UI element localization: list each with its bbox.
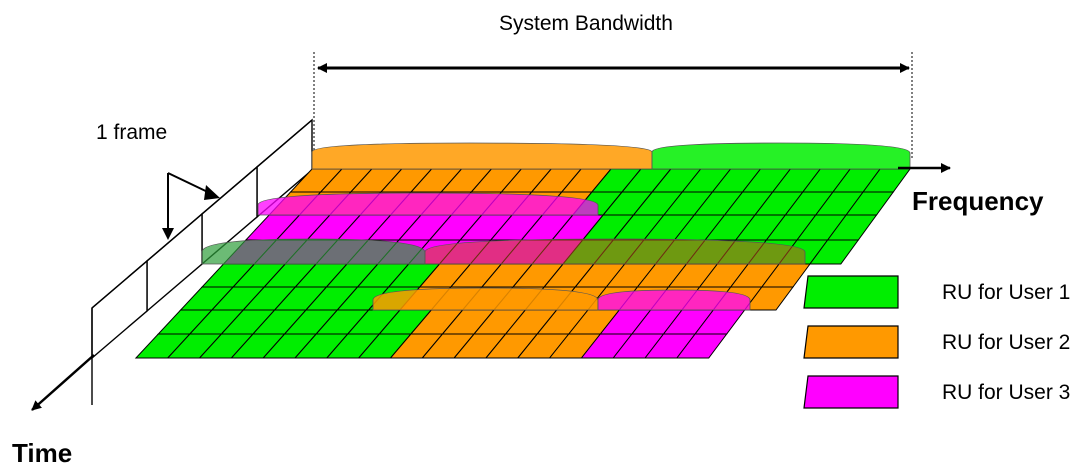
resource-block (675, 333, 728, 359)
legend-label-user2: RU for User 2 (942, 331, 1070, 354)
time-label: Time (12, 438, 72, 468)
system-bandwidth-label: System Bandwidth (499, 12, 673, 35)
user1-mid-dome (201, 238, 426, 265)
legend: RU for User 1 RU for User 2 RU for User 3 (803, 275, 1070, 409)
legend-swatch-user3 (803, 375, 899, 409)
resource-highlights (201, 142, 911, 311)
user1-top-dome (651, 142, 911, 170)
legend-swatch-user2 (803, 325, 899, 359)
legend-label-user3: RU for User 3 (942, 381, 1070, 404)
user3-low-dome (597, 289, 751, 311)
one-frame-arrow-right (204, 185, 220, 200)
one-frame-arrow-down (162, 228, 174, 240)
user3-left-dome (257, 192, 599, 216)
user2-mid-dome (424, 238, 806, 265)
frame-top-edge (91, 119, 313, 309)
frequency-label: Frequency (912, 186, 1044, 216)
frame-slabs (91, 118, 313, 405)
legend-label-user1: RU for User 1 (942, 281, 1070, 304)
one-frame-label: 1 frame (96, 121, 167, 144)
user2-low-dome (372, 287, 599, 311)
user2-top-dome (311, 142, 653, 170)
legend-swatch-user1 (803, 275, 899, 309)
resource-block (808, 239, 860, 265)
frame-slab (91, 259, 148, 360)
time-axis-arrow (31, 354, 95, 411)
